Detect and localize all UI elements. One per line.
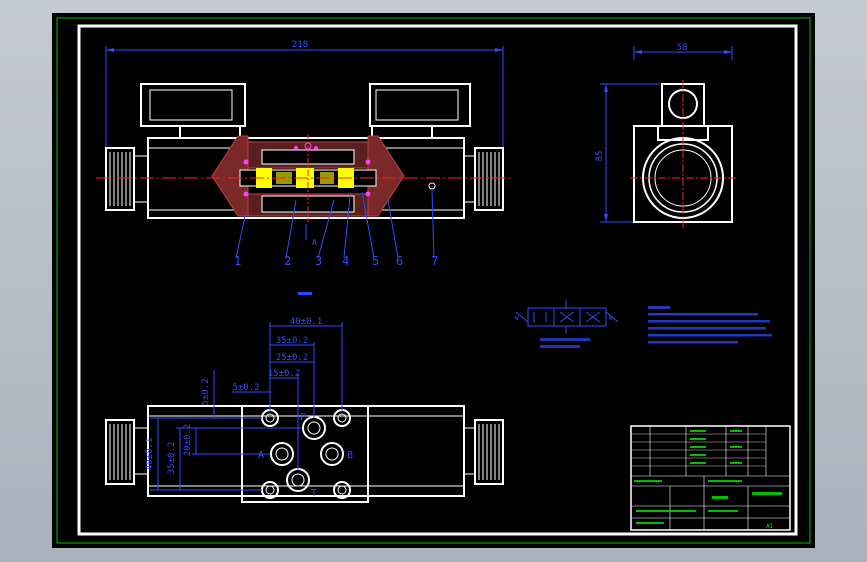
- dim-40-top: 40±0.1: [290, 317, 323, 327]
- drawing-sheet: [52, 13, 815, 548]
- part-number-6: 6: [396, 254, 403, 268]
- front-view: 218: [96, 40, 512, 259]
- port-label-p: P: [300, 412, 306, 423]
- part-number-1: 1: [234, 254, 241, 268]
- view-caption: [298, 292, 312, 295]
- sheet-size: A1: [766, 523, 774, 530]
- port-label-b: B: [347, 450, 353, 461]
- port-face-view: P A B T 40±0.1 35±0.2 25±0.2 15±0.2 5±0.…: [105, 317, 504, 503]
- part-number-2: 2: [284, 254, 291, 268]
- side-view: 58 85: [595, 43, 736, 228]
- symbol-right-spring: W: [609, 315, 613, 322]
- inner-border: [77, 24, 798, 536]
- side-width-dim: 58: [677, 43, 688, 53]
- part-number-7: 7: [431, 254, 438, 268]
- part-number-labels: 1 2 3 4 5 6 7: [234, 254, 438, 268]
- title-block: A1: [630, 425, 791, 531]
- port-label-a: A: [258, 450, 264, 461]
- side-height-dim: 85: [595, 151, 605, 162]
- dim-25-top: 25±0.2: [276, 353, 309, 363]
- part-number-5: 5: [372, 254, 379, 268]
- technical-notes: [648, 306, 772, 344]
- dim-40-left: 40±0.1: [145, 438, 155, 471]
- symbol-left-spring: W: [515, 315, 519, 322]
- port-label-t: T: [311, 488, 317, 499]
- dim-20-left: 20±0.2: [183, 424, 193, 457]
- section-label: A: [312, 238, 317, 247]
- outer-frame: [56, 17, 811, 544]
- dim-35-left: 35±0.2: [167, 442, 177, 475]
- hydraulic-symbol: W W: [515, 300, 619, 348]
- dim-5-vertical: 5±0.2: [201, 378, 211, 405]
- part-number-3: 3: [315, 254, 322, 268]
- dim-35-top: 35±0.2: [276, 336, 309, 346]
- part-number-4: 4: [342, 254, 349, 268]
- overall-length-dim: 218: [292, 40, 308, 50]
- dim-15-top: 15±0.2: [268, 369, 301, 379]
- dim-5-horizontal: 5±0.2: [232, 383, 259, 393]
